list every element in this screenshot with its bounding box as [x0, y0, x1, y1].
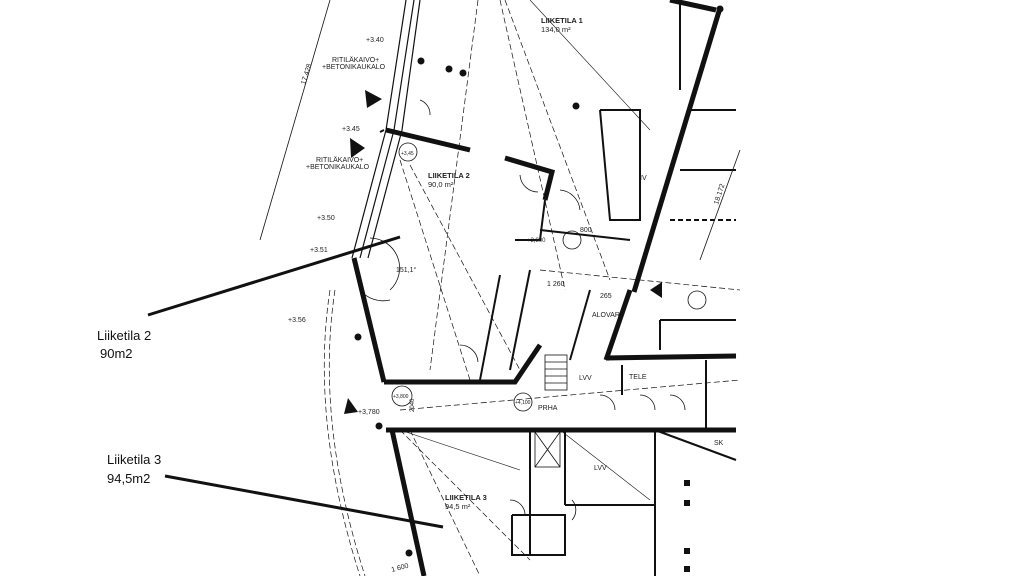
drain-label: RITILÄKAIVO+	[332, 56, 379, 64]
space-label-265: 265	[600, 293, 612, 300]
level-label: +3,800	[393, 394, 409, 400]
space-label-alovar: ALOVAR	[592, 312, 620, 319]
annotation-title-liiketila-3: Liiketila 3	[107, 452, 161, 467]
space-label-tele: TELE	[629, 374, 647, 381]
level-label: +3.51	[310, 247, 328, 254]
level-label: +3.56	[288, 317, 306, 324]
interior-walls	[379, 0, 737, 576]
space-label-prha: PRHA	[538, 405, 558, 412]
space-label-sk: SK	[714, 440, 724, 447]
level-label: +3,780	[358, 409, 380, 416]
room-name-liiketila-2: LIIKETILA 2	[428, 171, 470, 180]
room-area-liiketila-2: 90,0 m²	[428, 180, 454, 189]
entrance-arrow-icon	[650, 282, 662, 298]
stairs	[534, 354, 568, 468]
dimension-line-right	[699, 149, 741, 261]
room-area-liiketila-3: 94,5 m²	[445, 502, 471, 511]
dimension-label: 1 260	[547, 281, 565, 288]
level-label: +3,45	[401, 151, 414, 157]
annotation-area-liiketila-3: 94,5m2	[107, 471, 150, 486]
room-name-liiketila-1: LIIKETILA 1	[541, 16, 583, 25]
angle-label: 151,1°	[396, 266, 417, 274]
entrance-arrow-icon	[350, 138, 365, 158]
drain-label: +BETONIKAUKALO	[306, 164, 370, 171]
drain-label: RITILÄKAIVO+	[316, 156, 363, 164]
dimension-label: 800	[580, 227, 592, 234]
column-dots	[344, 5, 724, 572]
dimension-label: 1 600	[391, 563, 410, 574]
dimension-label: 2040	[410, 398, 416, 412]
level-label: +3.50	[317, 215, 335, 222]
space-label-lvv: LVV	[579, 375, 592, 382]
leader-line-liiketila-2	[147, 235, 401, 317]
room-area-liiketila-1: 134,0 m²	[541, 25, 571, 34]
level-label: +3.40	[366, 37, 384, 44]
level-label: +3.45	[342, 126, 360, 133]
facade-upper	[351, 0, 421, 259]
dimension-line-left	[259, 0, 331, 241]
annotation-area-liiketila-2: 90m2	[100, 346, 133, 361]
space-label-iv: IV	[640, 175, 647, 182]
level-markers	[391, 142, 707, 412]
leader-line-liiketila-3	[164, 474, 444, 529]
level-label: +4,100	[515, 400, 531, 406]
level-label: +3,800	[527, 238, 546, 244]
entrance-arrow-icon	[365, 90, 382, 108]
dimension-label: 17.428	[300, 63, 313, 86]
door-swings	[359, 99, 686, 521]
dashed-lines	[323, 0, 741, 576]
dimension-label: 18.172	[713, 183, 726, 206]
exterior-walls	[351, 0, 737, 576]
room-name-liiketila-3: LIIKETILA 3	[445, 493, 487, 502]
drain-label: +BETONIKAUKALO	[322, 64, 386, 71]
annotation-title-liiketila-2: Liiketila 2	[97, 328, 151, 343]
space-label-lvv: LVV	[594, 465, 607, 472]
entrance-arrow-icon	[344, 398, 358, 414]
